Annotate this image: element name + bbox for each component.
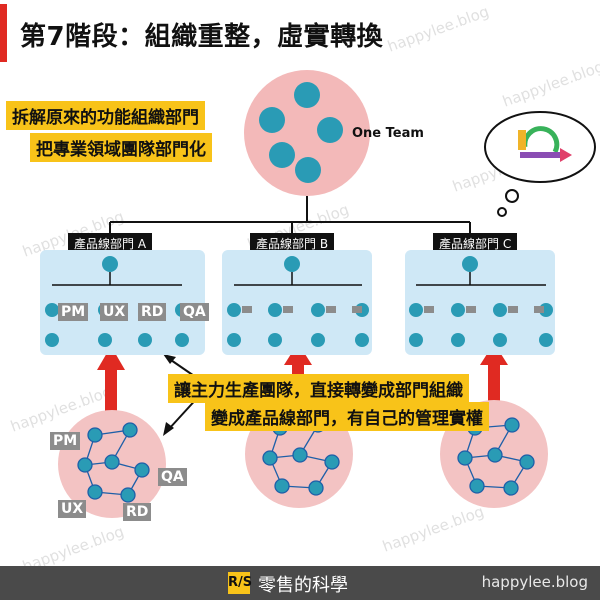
dept-label-b: 產品線部門 B <box>250 233 335 254</box>
small-role-tag <box>508 306 518 313</box>
page-title: 第7階段：組織重整，虛實轉換 <box>20 22 384 52</box>
network-a <box>77 422 150 503</box>
network-tag-ux: UX <box>58 500 87 518</box>
note-top-line-2: 把專業領域團隊部門化 <box>30 133 212 162</box>
small-role-tag <box>424 306 434 313</box>
dept-box-c <box>405 250 555 355</box>
thought-cloud-icon <box>484 111 596 217</box>
role-tag-qa: QA <box>180 303 209 321</box>
brand-name: 零售的科學 <box>258 575 348 596</box>
note-top-line-1: 拆解原來的功能組織部門 <box>6 101 205 130</box>
small-role-tag <box>466 306 476 313</box>
small-role-tag <box>534 306 544 313</box>
red-arrow-a <box>97 346 125 416</box>
note-bottom-line-2: 變成產品線部門，有自己的管理實權 <box>205 402 489 431</box>
one-team-label: One Team <box>352 126 424 141</box>
small-role-tag <box>326 306 336 313</box>
site-url: happylee.blog <box>481 573 588 591</box>
one-team-avatars <box>259 82 343 183</box>
dept-label-c: 產品線部門 C <box>433 233 518 254</box>
dept-label-a: 產品線部門 A <box>68 233 153 254</box>
logo: R/S <box>228 572 252 594</box>
small-role-tag <box>352 306 362 313</box>
network-tag-rd: RD <box>123 503 152 521</box>
network-tag-qa: QA <box>158 468 187 486</box>
role-tag-rd: RD <box>138 303 167 321</box>
small-role-tag <box>283 306 293 313</box>
note-bottom-line-1: 讓主力生產團隊，直接轉變成部門組織 <box>168 374 469 403</box>
network-c <box>457 417 535 496</box>
footer-bar <box>0 566 600 600</box>
title-bar: 第7階段：組織重整，虛實轉換 <box>0 0 600 66</box>
role-tag-ux: UX <box>100 303 129 321</box>
dept-c-tree <box>409 256 553 347</box>
role-tag-pm: PM <box>58 303 89 321</box>
title-accent-bar <box>0 4 7 62</box>
network-tag-pm: PM <box>50 432 81 450</box>
small-role-tag <box>242 306 252 313</box>
